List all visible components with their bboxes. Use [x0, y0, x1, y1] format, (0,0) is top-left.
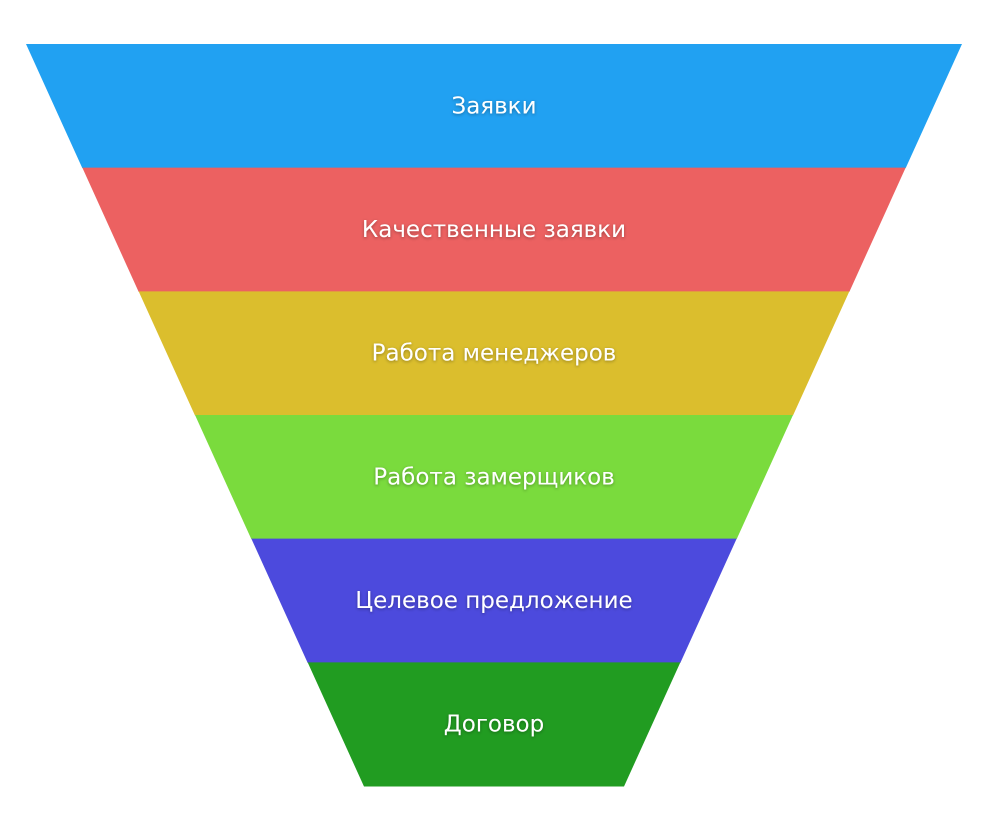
funnel-stage-6	[307, 662, 681, 787]
funnel-stage-label: Работа замерщиков	[373, 464, 615, 490]
funnel-stage-label: Работа менеджеров	[372, 341, 617, 367]
funnel-stage-label: Договор	[444, 712, 544, 738]
funnel-stage-1	[26, 44, 962, 169]
funnel-stage-2	[82, 167, 906, 292]
funnel-stage-5	[251, 538, 737, 663]
funnel-stage-label: Целевое предложение	[355, 588, 632, 614]
funnel-stage-4	[195, 415, 793, 540]
funnel-stage-label: Качественные заявки	[362, 217, 626, 243]
funnel-stage-3	[138, 291, 850, 416]
funnel-stage-label: Заявки	[451, 93, 536, 119]
